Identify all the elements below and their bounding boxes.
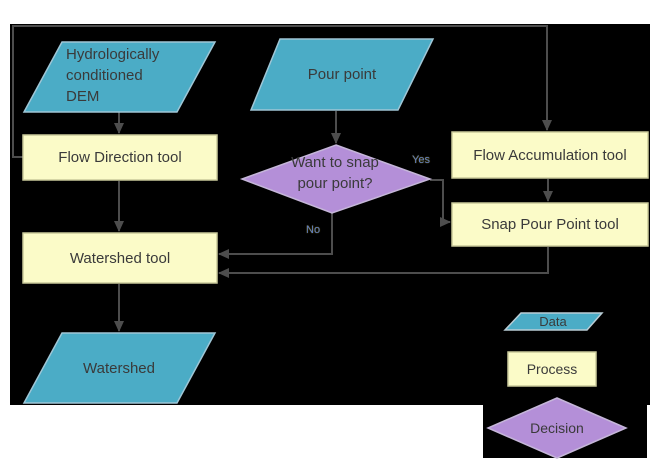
watershed-tool-shape <box>22 232 218 284</box>
connector-decision-no-to-watershedtool <box>218 213 333 259</box>
flow-direction-label: Flow Direction tool <box>58 149 182 166</box>
connector-decision-yes-to-snappourpoint <box>430 179 451 227</box>
no-edge-label: No <box>306 224 321 236</box>
legend-data-shape <box>503 312 604 331</box>
dem-shape <box>22 41 217 113</box>
watershed-shape <box>22 332 217 404</box>
connector-snappourpoint-to-watershedtool <box>218 247 549 278</box>
snap-pour-point-shape <box>451 202 649 247</box>
pour-point-shape <box>249 38 435 111</box>
legend-decision-shape <box>486 397 628 459</box>
yes-edge-label: Yes <box>412 154 430 166</box>
pour-point-label: Pour point <box>307 66 377 83</box>
watershed-label: Watershed <box>83 360 155 377</box>
dem-label: Hydrologically conditioned DEM <box>66 46 160 105</box>
decision-shape <box>239 144 433 214</box>
watershed-tool-label: Watershed tool <box>69 250 171 267</box>
connector-flowdirection-to-flowaccumulation <box>12 25 552 158</box>
legend-process-label: Process <box>526 361 578 377</box>
flow-direction-shape <box>22 134 218 181</box>
decision-label: Want to snap pour point? <box>291 154 379 192</box>
legend-decision-label: Decision <box>530 420 584 436</box>
legend-process-shape <box>507 351 597 387</box>
flow-accumulation-label: Flow Accumulation tool <box>473 147 627 164</box>
snap-pour-point-label: Snap Pour Point tool <box>481 216 619 233</box>
flow-accumulation-shape <box>451 131 649 179</box>
legend-data-label: Data <box>539 314 567 329</box>
